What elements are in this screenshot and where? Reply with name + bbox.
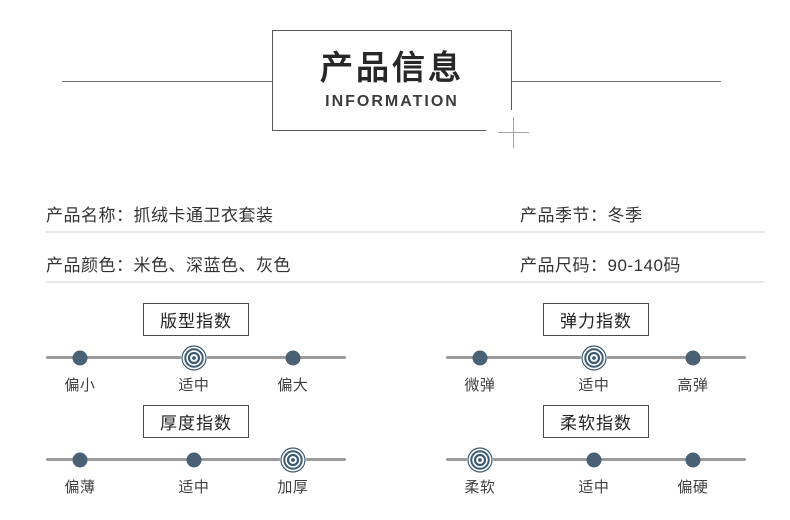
dot-icon [285, 350, 301, 366]
slider-label: 高弹 [677, 377, 709, 394]
target-icon [279, 446, 307, 474]
slider-label: 偏大 [277, 377, 309, 394]
dot-icon [72, 452, 88, 468]
slider-marker [179, 445, 209, 475]
info-label: 产品名称： [46, 206, 134, 225]
info-value: 抓绒卡通卫衣套装 [133, 206, 274, 225]
index-title: 版型指数 [143, 303, 249, 336]
dot-icon [586, 452, 602, 468]
slider-marker [278, 343, 308, 373]
info-product-size: 产品尺码：90-140码 [520, 251, 681, 276]
header-box-border-bottom [272, 130, 486, 131]
page-subtitle: INFORMATION [325, 93, 459, 111]
slider-label: 适中 [578, 377, 610, 394]
info-value: 冬季 [607, 206, 643, 225]
info-product-season: 产品季节：冬季 [520, 201, 643, 226]
target-icon [466, 446, 494, 474]
dot-icon [472, 350, 488, 366]
slider-label: 偏薄 [64, 479, 96, 496]
header-box: 产品信息 INFORMATION [272, 30, 512, 131]
slider-marker [678, 343, 708, 373]
info-label: 产品尺码： [520, 256, 608, 275]
dot-icon [186, 452, 202, 468]
header-line-right [512, 81, 721, 82]
target-icon [580, 344, 608, 372]
index-section-elasticity: 弹力指数 微弹 适中 高弹 [446, 303, 746, 403]
slider-marker [579, 445, 609, 475]
index-title: 柔软指数 [543, 405, 649, 438]
slider-marker [678, 445, 708, 475]
slider-label: 适中 [178, 479, 210, 496]
dot-icon [685, 350, 701, 366]
slider-label: 柔软 [464, 479, 496, 496]
index-slider: 偏薄 适中 加厚 [46, 446, 346, 500]
row-divider [46, 281, 765, 283]
index-slider: 微弹 适中 高弹 [446, 344, 746, 398]
slider-label: 适中 [578, 479, 610, 496]
info-value: 米色、深蓝色、灰色 [133, 256, 291, 275]
slider-marker [465, 445, 495, 475]
slider-label: 微弹 [464, 377, 496, 394]
index-title: 厚度指数 [143, 405, 249, 438]
row-divider [46, 231, 765, 233]
dot-icon [72, 350, 88, 366]
header-box-border-right [511, 30, 512, 110]
info-label: 产品颜色： [46, 256, 134, 275]
info-product-name: 产品名称：抓绒卡通卫衣套装 [46, 201, 274, 226]
dot-icon [685, 452, 701, 468]
slider-label: 适中 [178, 377, 210, 394]
index-slider: 柔软 适中 偏硬 [446, 446, 746, 500]
info-value: 90-140码 [607, 256, 681, 275]
header-box-border-left [272, 30, 273, 131]
slider-marker [278, 445, 308, 475]
info-product-color: 产品颜色：米色、深蓝色、灰色 [46, 251, 291, 276]
header-line-left [62, 81, 272, 82]
index-slider: 偏小 适中 偏大 [46, 344, 346, 398]
plus-mark-icon [513, 117, 514, 148]
info-label: 产品季节： [520, 206, 608, 225]
slider-label: 加厚 [277, 479, 309, 496]
slider-marker [65, 445, 95, 475]
slider-label: 偏硬 [677, 479, 709, 496]
index-section-thickness: 厚度指数 偏薄 适中 加厚 [46, 405, 346, 505]
slider-marker [465, 343, 495, 373]
index-section-fit: 版型指数 偏小 适中 偏大 [46, 303, 346, 403]
slider-label: 偏小 [64, 377, 96, 394]
slider-marker [579, 343, 609, 373]
target-icon [180, 344, 208, 372]
slider-marker [179, 343, 209, 373]
page-title: 产品信息 [320, 48, 464, 86]
index-section-softness: 柔软指数 柔软 适中 偏硬 [446, 405, 746, 505]
header-box-border-top [272, 30, 512, 31]
slider-marker [65, 343, 95, 373]
index-title: 弹力指数 [543, 303, 649, 336]
